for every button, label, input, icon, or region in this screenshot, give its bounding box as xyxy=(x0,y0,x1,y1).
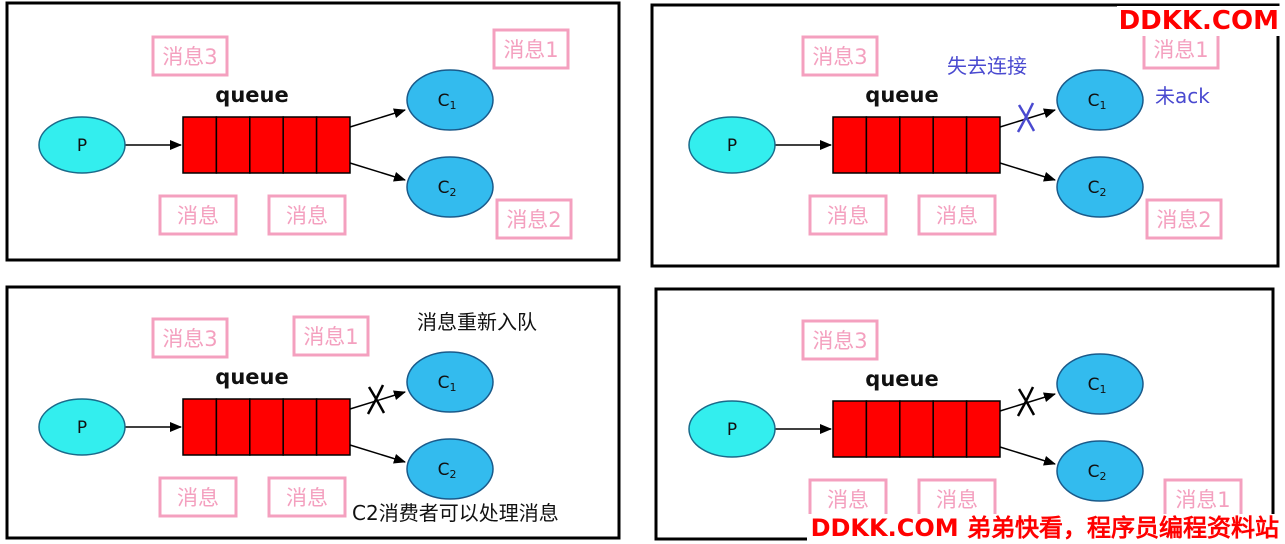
queue-slot xyxy=(965,116,1001,174)
queue-slot xyxy=(899,116,934,174)
message-tag-label: 消息 xyxy=(827,204,869,228)
queue-slot xyxy=(899,400,934,458)
queue-slot xyxy=(249,398,284,456)
message-tag-label: 消息 xyxy=(936,204,978,228)
message-tag-label: 消息 xyxy=(177,204,219,228)
queue-label: queue xyxy=(215,365,288,389)
message-tag: 消息2 xyxy=(495,198,573,240)
message-tag: 消息2 xyxy=(1145,198,1223,240)
queue-slot xyxy=(932,116,968,174)
consumer-node-1: C1 xyxy=(1056,353,1144,415)
queue-slot xyxy=(832,116,868,174)
message-tag: 消息3 xyxy=(801,35,879,77)
message-tag-label: 消息 xyxy=(827,488,869,512)
consumer-node-1: C1 xyxy=(406,351,494,413)
message-tag-label: 消息3 xyxy=(162,45,217,69)
message-tag: 消息3 xyxy=(151,35,229,77)
message-tag: 消息1 xyxy=(1163,478,1243,520)
message-tag: 消息1 xyxy=(492,28,570,70)
consumer-node-2: C2 xyxy=(1056,156,1144,218)
consumer-node-1: C1 xyxy=(1056,69,1144,131)
message-tag-label: 消息 xyxy=(936,488,978,512)
queue-slot xyxy=(215,398,251,456)
producer-label: P xyxy=(727,420,737,440)
message-tag-label: 消息1 xyxy=(1153,38,1208,62)
queue-label: queue xyxy=(865,367,938,391)
broken-link-mark xyxy=(1016,102,1036,133)
message-tag: 消息3 xyxy=(151,317,229,359)
queue-label: queue xyxy=(215,83,288,107)
queue-label: queue xyxy=(865,83,938,107)
queue-block xyxy=(182,116,351,174)
producer-node xyxy=(688,116,776,174)
message-tag: 消息3 xyxy=(801,319,879,361)
arrow-to-c2 xyxy=(349,162,406,182)
message-tag-label: 消息3 xyxy=(162,327,217,351)
watermark-bottom: DDKK.COM 弟弟快看，程序员编程资料站 xyxy=(806,514,1283,542)
producer-label: P xyxy=(77,418,87,438)
arrow-to-c2 xyxy=(349,444,406,464)
queue-slot xyxy=(832,400,868,458)
message-tag-label: 消息1 xyxy=(503,38,558,62)
message-tag-label: 消息1 xyxy=(1175,488,1230,512)
message-tag: 消息1 xyxy=(1142,28,1220,70)
producer-node xyxy=(38,398,126,456)
queue-slot xyxy=(865,116,901,174)
message-tag-label: 消息3 xyxy=(812,329,867,353)
message-tag-label: 消息1 xyxy=(303,325,358,349)
producer-node xyxy=(38,116,126,174)
message-tag: 消息1 xyxy=(292,315,370,357)
annotation-text: 消息重新入队 xyxy=(417,310,537,334)
queue-slot xyxy=(215,116,251,174)
queue-slot xyxy=(965,400,1001,458)
queue-block xyxy=(832,400,1001,458)
message-tag: 消息 xyxy=(267,476,347,518)
broken-link-mark xyxy=(1016,386,1036,417)
message-tag-label: 消息2 xyxy=(1156,208,1211,232)
message-tag: 消息 xyxy=(808,194,888,236)
message-tag: 消息 xyxy=(917,478,997,520)
message-tag-label: 消息 xyxy=(286,486,328,510)
message-tag-label: 消息 xyxy=(177,486,219,510)
message-tag-label: 消息2 xyxy=(506,208,561,232)
queue-slot xyxy=(249,116,284,174)
message-tag-label: 消息3 xyxy=(812,45,867,69)
message-tag: 消息 xyxy=(267,194,347,236)
message-tag: 消息 xyxy=(158,194,238,236)
queue-slot xyxy=(182,116,218,174)
queue-slot xyxy=(282,116,318,174)
producer-label: P xyxy=(727,136,737,156)
arrow-to-c2 xyxy=(999,162,1056,182)
message-tag: 消息 xyxy=(158,476,238,518)
queue-slot xyxy=(315,398,351,456)
arrow-to-c2 xyxy=(999,446,1056,466)
arrow-to-c1 xyxy=(349,108,406,128)
consumer-node-2: C2 xyxy=(406,156,494,218)
queue-slot xyxy=(932,400,968,458)
message-tag: 消息 xyxy=(808,478,888,520)
queue-slot xyxy=(282,398,318,456)
message-tag-label: 消息 xyxy=(286,204,328,228)
queue-slot xyxy=(865,400,901,458)
watermark-top: DDKK.COM xyxy=(1116,6,1281,36)
queue-block xyxy=(182,398,351,456)
producer-node xyxy=(688,400,776,458)
consumer-node-2: C2 xyxy=(1056,440,1144,502)
queue-slot xyxy=(315,116,351,174)
consumer-node-2: C2 xyxy=(406,438,494,500)
queue-block xyxy=(832,116,1001,174)
annotation-text: 失去连接 xyxy=(947,54,1027,78)
queue-slot xyxy=(182,398,218,456)
annotation-text: 未ack xyxy=(1155,84,1210,108)
consumer-node-1: C1 xyxy=(406,69,494,131)
message-tag: 消息 xyxy=(917,194,997,236)
annotation-text: C2消费者可以处理消息 xyxy=(352,501,559,525)
producer-label: P xyxy=(77,136,87,156)
broken-link-mark xyxy=(366,384,386,415)
